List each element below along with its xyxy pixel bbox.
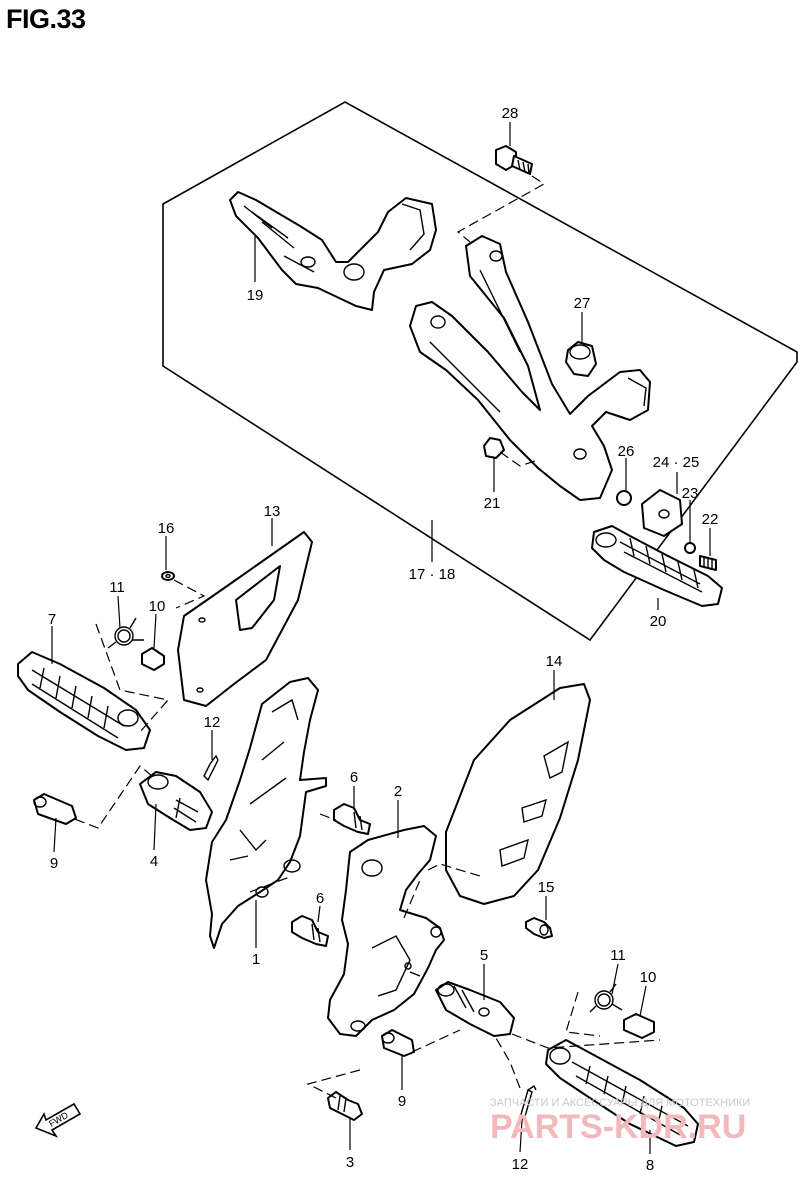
callout-9-right: 9	[398, 1093, 406, 1110]
part-12-split-pin-left	[203, 754, 219, 782]
part-10-pin-right	[623, 1013, 655, 1039]
callout-24-25: 24 · 25	[653, 454, 700, 471]
part-4-pivot	[139, 771, 213, 831]
part-7-footpeg-left	[17, 651, 151, 751]
callout-19: 19	[247, 287, 264, 304]
part-14-heel-guard	[445, 683, 591, 905]
callout-11-left: 11	[109, 579, 125, 596]
callout-6-lower: 6	[316, 890, 324, 907]
part-5-pivot	[435, 981, 515, 1037]
part-10-pin-left	[141, 647, 165, 671]
part-17-18-hanger	[409, 235, 651, 501]
callout-20: 20	[650, 613, 667, 630]
callout-8: 8	[646, 1157, 654, 1174]
part-8-footpeg-right	[545, 1039, 699, 1147]
callout-12-right: 12	[512, 1156, 529, 1173]
callout-15: 15	[538, 879, 555, 896]
part-22-spring	[699, 555, 717, 571]
part-12-split-pin-right	[519, 1084, 537, 1122]
callout-17-18: 17 · 18	[409, 566, 456, 583]
part-24-25-plate	[641, 489, 683, 537]
callout-3: 3	[346, 1154, 354, 1171]
callout-16: 16	[158, 520, 175, 537]
callout-26: 26	[618, 443, 635, 460]
leader-lines	[51, 122, 711, 1154]
part-2-bracket-right	[327, 825, 445, 1037]
part-9-pin-right	[381, 1029, 415, 1057]
callout-28: 28	[502, 105, 519, 122]
callout-10-left: 10	[149, 598, 166, 615]
part-20-footpeg	[591, 525, 723, 607]
part-15-bolt	[525, 917, 553, 939]
part-9-pin-left	[33, 793, 77, 825]
callout-9-left: 9	[50, 855, 58, 872]
watermark-tagline: ЗАПЧАСТИ И АКСЕССУАРЫ ДЛЯ МОТОТЕХНИКИ	[490, 1097, 750, 1109]
part-1-bracket-left	[205, 677, 327, 949]
part-23-ball	[684, 542, 696, 554]
callout-7: 7	[48, 611, 56, 628]
callout-13: 13	[264, 503, 281, 520]
callout-12-left: 12	[204, 714, 221, 731]
callout-1: 1	[252, 951, 260, 968]
callout-23: 23	[682, 485, 699, 502]
watermark: ЗАПЧАСТИ И АКСЕССУАРЫ ДЛЯ МОТОТЕХНИКИ PA…	[490, 1097, 750, 1146]
part-16-washer	[161, 571, 175, 581]
assembly-dashed-lines	[71, 175, 661, 1101]
callout-2: 2	[394, 783, 402, 800]
callout-10-right: 10	[640, 969, 657, 986]
part-27-bushing	[565, 341, 597, 377]
callout-27: 27	[574, 295, 591, 312]
part-19-bracket	[229, 191, 437, 311]
callout-11-right: 11	[610, 947, 626, 964]
assembly-17-18-frame	[162, 101, 798, 642]
callout-14: 14	[546, 653, 563, 670]
part-11-spring-right	[589, 983, 623, 1013]
part-21-pin	[483, 437, 505, 459]
callout-labels: 28 19 27 26 24 · 25 23 22 21 20 17 · 18 …	[48, 105, 719, 1174]
fwd-arrow-icon: FWD	[34, 1102, 82, 1138]
part-26-ball	[616, 490, 632, 506]
callout-21: 21	[484, 495, 501, 512]
part-11-spring-left	[107, 617, 144, 649]
callout-6-upper: 6	[350, 769, 358, 786]
part-28-bolt	[495, 145, 533, 175]
part-3-bolt	[327, 1091, 363, 1121]
callout-22: 22	[702, 511, 719, 528]
part-13-heel-guard	[177, 531, 313, 707]
part-6-bolt-lower	[291, 915, 329, 947]
part-6-bolt-upper	[333, 803, 371, 835]
watermark-brand: PARTS-KDR.RU	[490, 1108, 746, 1146]
figure-title: FIG.33	[6, 4, 86, 34]
callout-5: 5	[480, 947, 488, 964]
callout-4: 4	[150, 853, 158, 870]
